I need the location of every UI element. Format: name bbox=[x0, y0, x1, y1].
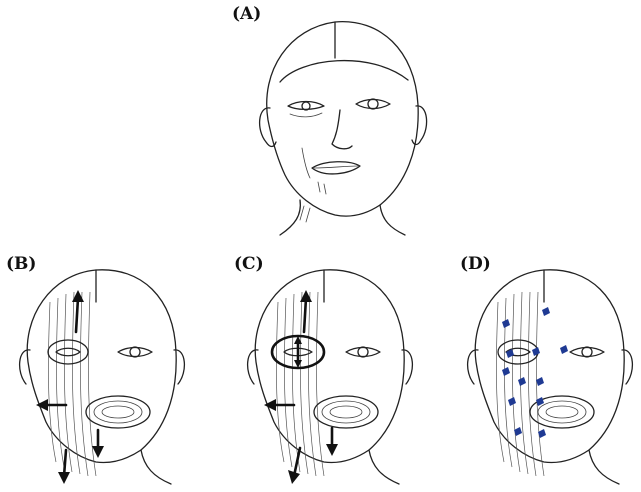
panel-c-face bbox=[234, 262, 444, 490]
face-d-drawing bbox=[462, 262, 640, 490]
face-b-drawing bbox=[6, 262, 216, 490]
injection-mark-icon bbox=[532, 347, 540, 356]
arrow-icon bbox=[58, 450, 70, 484]
injection-mark-icon bbox=[560, 345, 568, 354]
arrow-icon bbox=[326, 428, 338, 456]
panel-a-face bbox=[240, 10, 460, 240]
injection-mark-icon bbox=[502, 367, 510, 376]
injection-mark-icon bbox=[518, 377, 526, 386]
face-c-drawing bbox=[234, 262, 444, 490]
panel-d-face bbox=[462, 262, 640, 490]
panel-b-face bbox=[6, 262, 216, 490]
face-a-drawing bbox=[240, 10, 460, 240]
injection-mark-icon bbox=[502, 319, 510, 328]
arrow-icon bbox=[92, 430, 104, 458]
injection-mark-icon bbox=[536, 377, 544, 386]
injection-mark-icon bbox=[542, 307, 550, 316]
injection-mark-icon bbox=[508, 397, 516, 406]
